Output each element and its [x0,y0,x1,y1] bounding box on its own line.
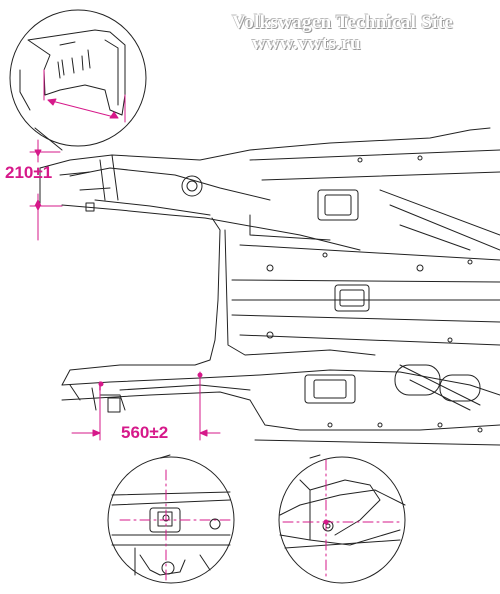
watermark-url: www.vwts.ru [252,33,361,54]
height-dimension-label: 210±1 [5,163,53,182]
watermark-title: Volkswagen Technical Site [232,12,454,33]
detail-circle-bottom-left [107,456,235,584]
underbody-outline [39,127,500,446]
detail-leader-right [309,454,321,459]
detail-circle-top [9,9,147,147]
detail-leader-line [34,127,63,151]
dimension-lines [29,139,221,441]
detail-circle-bottom-right [278,456,406,584]
width-dimension-label: 560±2 [121,423,169,442]
detail-leader-left [159,454,171,459]
